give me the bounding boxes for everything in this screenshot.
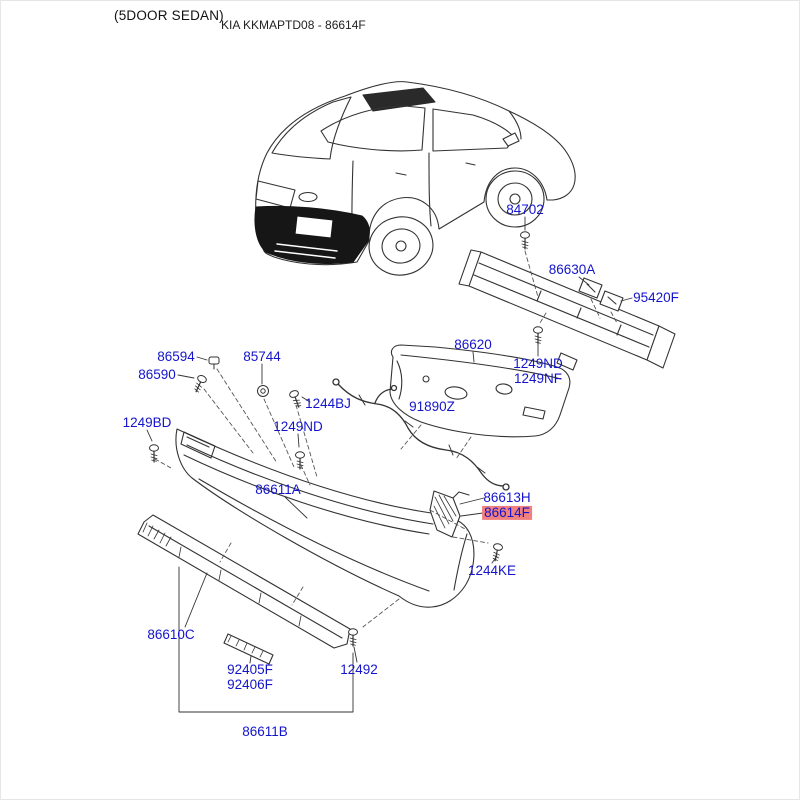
energy-absorber bbox=[389, 344, 571, 438]
wiring-harness bbox=[332, 378, 510, 491]
part-label-1244bj[interactable]: 1244BJ bbox=[305, 395, 351, 411]
part-label-86630a[interactable]: 86630A bbox=[548, 261, 596, 277]
part-label-86611b[interactable]: 86611B bbox=[242, 723, 288, 739]
bumper-reinforcement-beam bbox=[458, 249, 676, 371]
part-label-92406f[interactable]: 92406F bbox=[227, 676, 273, 692]
car-illustration bbox=[254, 81, 576, 276]
part-label-1249nd-upper[interactable]: 1249ND bbox=[513, 355, 563, 371]
reflector-strip bbox=[223, 633, 274, 665]
rear-bumper-cover bbox=[175, 428, 475, 608]
part-label-91890z[interactable]: 91890Z bbox=[409, 398, 455, 414]
part-label-1244ke[interactable]: 1244KE bbox=[467, 562, 517, 578]
page-title: KIA KKMAPTD08 - 86614F bbox=[221, 18, 366, 32]
part-label-86620[interactable]: 86620 bbox=[454, 336, 492, 352]
part-label-86610c[interactable]: 86610C bbox=[147, 626, 195, 642]
part-label-84702[interactable]: 84702 bbox=[506, 201, 544, 217]
leader-lines bbox=[146, 216, 633, 664]
group-bracket-86611b bbox=[178, 566, 354, 713]
part-label-1249bd[interactable]: 1249BD bbox=[122, 414, 172, 430]
assembly-dashed-lines bbox=[154, 250, 618, 628]
part-label-1249nd-lower[interactable]: 1249ND bbox=[273, 418, 323, 434]
lower-garnish bbox=[137, 514, 351, 649]
part-label-85744[interactable]: 85744 bbox=[243, 348, 281, 364]
part-label-86613h[interactable]: 86613H bbox=[483, 489, 531, 505]
fasteners bbox=[148, 231, 544, 647]
part-label-12492[interactable]: 12492 bbox=[340, 661, 378, 677]
body-variant-label: (5DOOR SEDAN) bbox=[114, 8, 224, 23]
part-label-86594[interactable]: 86594 bbox=[157, 348, 195, 364]
part-label-1249nf[interactable]: 1249NF bbox=[513, 370, 563, 386]
part-label-92405f[interactable]: 92405F bbox=[227, 661, 273, 677]
part-label-86590[interactable]: 86590 bbox=[138, 366, 176, 382]
part-label-95420f[interactable]: 95420F bbox=[633, 289, 679, 305]
part-label-86614f-highlighted[interactable]: 86614F bbox=[482, 504, 532, 521]
part-label-86611a[interactable]: 86611A bbox=[255, 481, 301, 497]
